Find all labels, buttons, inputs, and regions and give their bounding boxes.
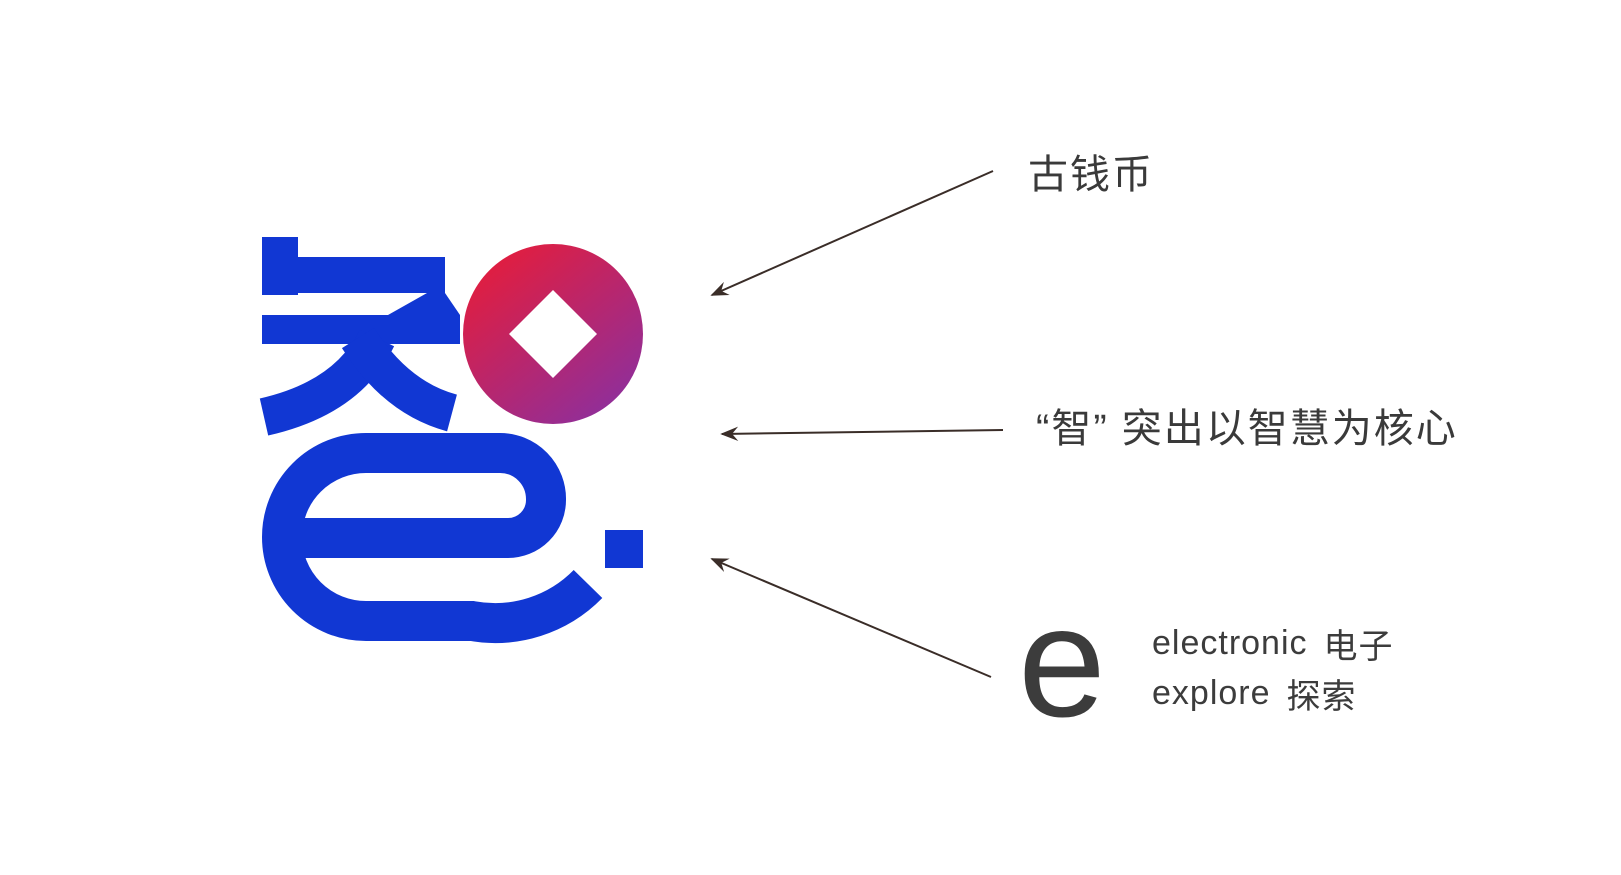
e-meaning-2-en: explore: [1152, 673, 1271, 712]
e-stroke: [261, 433, 603, 644]
e-meaning-1-zh: 电子: [1323, 627, 1394, 666]
e-meaning-line-1: electronic 电子: [1152, 618, 1394, 668]
zhi-radical-mark: [259, 237, 460, 436]
e-meaning-1-en: electronic: [1152, 623, 1308, 662]
annotation-coin-label: 古钱币: [1028, 153, 1154, 197]
arrow-to-coin: [710, 170, 994, 296]
arrow-to-e: [710, 558, 992, 678]
zhi-right-leg: [341, 327, 458, 432]
annotation-e-symbol: e: [1018, 574, 1106, 750]
coin-diamond-hole: [509, 290, 597, 378]
e-meaning-line-2: explore 探索: [1152, 668, 1394, 718]
annotation-e-meanings: electronic 电子 explore 探索: [1152, 618, 1394, 718]
e-mark: [261, 433, 643, 644]
coin-icon: [463, 244, 643, 424]
leader-lines: [710, 170, 1004, 678]
annotation-zhi-label: “智” 突出以智慧为核心: [1036, 407, 1458, 451]
zhi-diagonal-connector: [388, 293, 460, 315]
arrow-to-zhi: [720, 426, 1004, 441]
e-tail-square: [605, 530, 643, 568]
zhi-top-bar: [262, 257, 445, 293]
e-meaning-2-zh: 探索: [1286, 677, 1357, 716]
